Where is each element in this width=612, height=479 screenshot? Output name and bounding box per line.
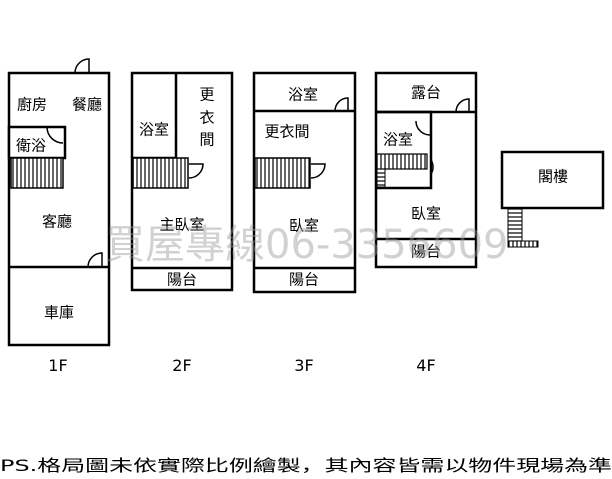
- room-label: 廚房: [17, 96, 47, 114]
- room-label: 衛浴: [16, 137, 46, 155]
- floor-label-1f: 1F: [48, 356, 67, 375]
- room-label: 臥室: [411, 205, 441, 223]
- room-label: 車庫: [44, 304, 74, 322]
- floor-1f-plan: 廚房 餐廳 衛浴 客廳 車庫: [7, 58, 111, 347]
- room-label: 客廳: [42, 213, 72, 231]
- room-label: 更衣間: [264, 123, 309, 141]
- room-label: 衣: [199, 109, 214, 127]
- door-icon: [334, 97, 349, 112]
- room-label: 間: [199, 131, 214, 149]
- room-label: 陽台: [167, 271, 197, 289]
- door-icon: [87, 252, 103, 268]
- room-label: 露台: [411, 84, 441, 102]
- room-label: 主臥室: [159, 216, 204, 234]
- door-icon: [74, 58, 90, 74]
- floor-label-2f: 2F: [172, 356, 191, 375]
- door-icon: [430, 157, 434, 177]
- floor-label-3f: 3F: [294, 356, 313, 375]
- door-icon: [46, 126, 64, 144]
- room-label: 陽台: [411, 243, 441, 261]
- door-icon: [455, 98, 470, 113]
- room-label: 更: [199, 86, 214, 104]
- floor-2f-plan: 浴室 更 衣 間 主臥室 陽台: [130, 71, 234, 292]
- room-label: 浴室: [139, 121, 169, 139]
- door-icon: [310, 163, 326, 179]
- floor-4f-plan: 露台 浴室 臥室 陽台: [374, 71, 478, 269]
- door-icon: [415, 120, 431, 136]
- room-label: 浴室: [288, 86, 318, 104]
- attic-plan: 閣樓: [500, 150, 605, 248]
- floor-3f-plan: 浴室 更衣間 臥室 陽台: [252, 71, 357, 294]
- room-label: 閣樓: [538, 168, 568, 186]
- room-label: 餐廳: [72, 96, 102, 114]
- room-label: 陽台: [289, 271, 319, 289]
- room-label: 臥室: [289, 217, 319, 235]
- floor-label-4f: 4F: [416, 356, 435, 375]
- door-icon: [188, 163, 204, 179]
- disclaimer-note: PS.格局圖未依實際比例繪製，其內容皆需以物件現場為準: [0, 456, 612, 475]
- room-label: 浴室: [383, 131, 413, 149]
